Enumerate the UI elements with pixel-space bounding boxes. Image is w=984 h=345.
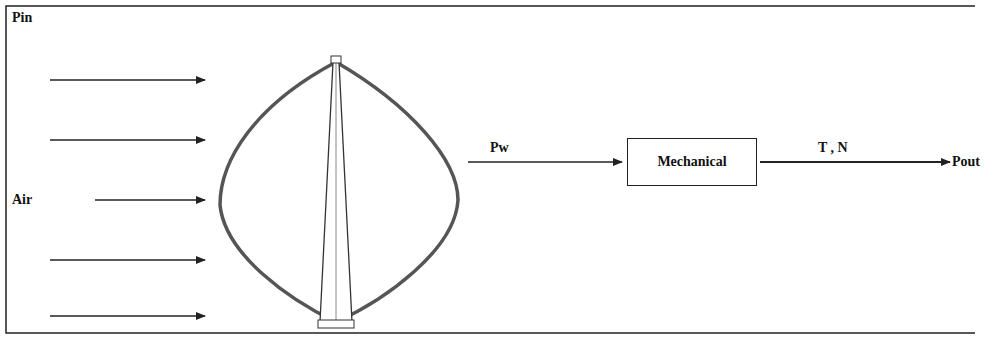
air-arrows [50, 80, 205, 316]
blade [336, 62, 458, 322]
process-box: Mechanical [627, 138, 757, 186]
tower [320, 62, 352, 322]
power-out-label: Pout [952, 154, 980, 169]
box-text: Mechanical [657, 154, 726, 170]
blade [220, 62, 336, 322]
power-in-label: Pin [12, 10, 32, 25]
torque-speed-label: T , N [818, 140, 848, 155]
frame [6, 6, 975, 333]
output-arrow [760, 161, 950, 163]
power-arrow [468, 161, 622, 163]
power-wind-label: Pw [490, 140, 509, 155]
air-label: Air [12, 192, 32, 207]
